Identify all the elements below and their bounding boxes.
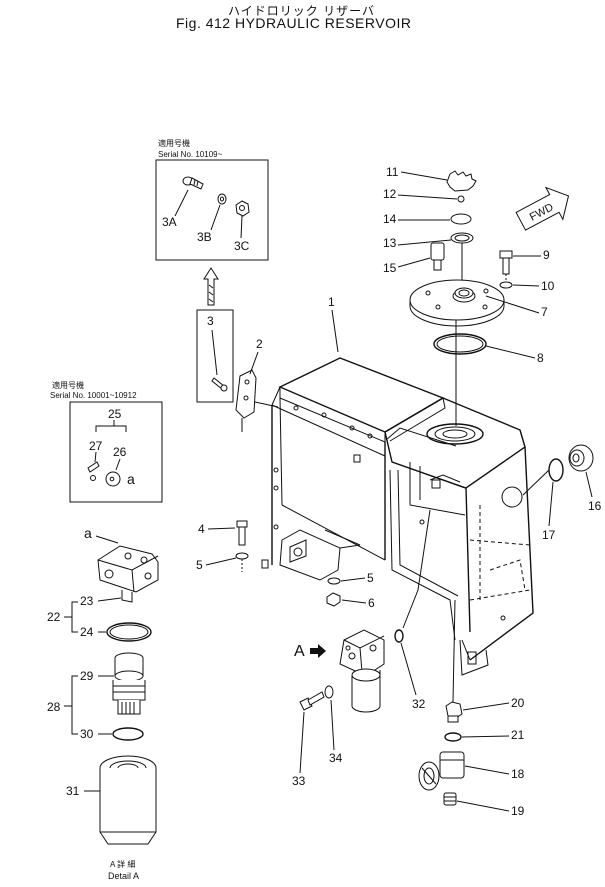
plate-26-icon xyxy=(105,471,121,487)
detail-a-jp-label: A 詳 細 xyxy=(110,859,135,869)
detail-arrow-letter: A xyxy=(294,643,305,660)
callout-30: 30 xyxy=(80,727,94,741)
bolt-3a-icon xyxy=(182,176,204,190)
callout-9: 9 xyxy=(543,248,550,262)
callout-4: 4 xyxy=(198,522,205,536)
filter-head-23-icon xyxy=(97,545,159,603)
callout-2: 2 xyxy=(256,337,263,351)
callout-12: 12 xyxy=(383,187,397,201)
bolt-33-icon xyxy=(299,691,325,711)
filter-assembly-icon xyxy=(339,629,385,713)
callout-19: 19 xyxy=(511,804,525,818)
callout-32: 32 xyxy=(412,697,426,711)
callout-27: 27 xyxy=(89,439,103,453)
o-ring-21-icon xyxy=(444,732,462,742)
callout-3b: 3B xyxy=(197,230,212,244)
callout-21: 21 xyxy=(511,728,525,742)
callout-3c: 3C xyxy=(234,239,250,253)
inset-top-serial: Serial No. 10109~ xyxy=(158,150,223,159)
nut-6-icon xyxy=(326,592,341,607)
cap-11-icon xyxy=(446,170,477,192)
callout-1: 1 xyxy=(328,295,335,309)
o-ring-32-icon xyxy=(394,629,404,643)
callout-23: 23 xyxy=(80,594,94,608)
bracket-2-icon xyxy=(235,369,279,432)
callout-a-inset: a xyxy=(127,471,135,487)
callout-31: 31 xyxy=(66,784,80,798)
o-ring-17-icon xyxy=(548,458,564,482)
element-29-icon xyxy=(112,652,146,715)
washer-34-icon xyxy=(324,685,334,699)
fitting-20-icon xyxy=(445,701,463,723)
callout-17: 17 xyxy=(542,528,556,542)
washer-5-left-icon xyxy=(235,552,249,560)
callout-5-left: 5 xyxy=(196,558,203,572)
plug-16-icon xyxy=(568,444,594,472)
callout-13: 13 xyxy=(383,236,397,250)
o-ring-8-icon xyxy=(433,333,487,355)
figure-title: Fig. 412 HYDRAULIC RESERVOIR xyxy=(176,15,412,31)
detail-a-label: Detail A xyxy=(108,871,139,881)
callout-5-right: 5 xyxy=(367,571,374,585)
filter-cartridge-31-icon xyxy=(99,755,157,845)
callout-14: 14 xyxy=(383,212,397,226)
inset-left-jp-label: 適用号機 xyxy=(52,380,84,390)
callout-28: 28 xyxy=(47,700,61,714)
inset-serial-10109: 適用号機 Serial No. 10109~ 3A 3B xyxy=(155,138,269,261)
breather-15-icon xyxy=(430,242,445,271)
drain-valve-18-icon xyxy=(418,751,465,791)
washer-5-right-icon xyxy=(327,577,341,585)
callout-a-detail: a xyxy=(84,525,92,541)
nut-3c-icon xyxy=(235,200,250,217)
bolt-4-icon xyxy=(236,520,248,546)
callout-15: 15 xyxy=(383,261,397,275)
callout-6: 6 xyxy=(368,596,375,610)
washer-10-icon xyxy=(499,281,513,289)
washer-3b-icon xyxy=(217,193,227,205)
bolt-3-icon xyxy=(211,377,228,392)
cover-plate-7-icon xyxy=(409,279,505,327)
bolt-3-box xyxy=(196,309,234,403)
screw-27-icon xyxy=(87,461,100,481)
callout-26: 26 xyxy=(113,445,127,459)
bolt-9-icon xyxy=(499,250,513,275)
view-arrow-icon xyxy=(310,644,326,658)
callout-18: 18 xyxy=(511,767,525,781)
callout-22: 22 xyxy=(47,610,61,624)
callout-33: 33 xyxy=(292,774,306,788)
callout-3: 3 xyxy=(207,314,214,328)
hydraulic-tank-body xyxy=(261,357,534,676)
seal-14-icon xyxy=(450,213,472,225)
callout-20: 20 xyxy=(511,696,525,710)
title-japanese: ハイドロリック リザーバ xyxy=(228,4,375,18)
callout-25: 25 xyxy=(108,407,122,421)
callout-29: 29 xyxy=(80,669,94,683)
callout-24: 24 xyxy=(80,625,94,639)
fwd-arrow-icon: FWD xyxy=(515,186,570,231)
callout-11: 11 xyxy=(386,165,399,179)
inset-top-jp-label: 適用号機 xyxy=(158,138,190,148)
ball-12-icon xyxy=(457,195,465,203)
callout-34: 34 xyxy=(329,751,343,765)
o-ring-30-icon xyxy=(112,727,144,741)
callout-3a: 3A xyxy=(162,215,177,229)
inset-serial-10001-10912: 適用号機 Serial No. 10001~10912 25 27 26 a xyxy=(50,380,163,503)
callout-10: 10 xyxy=(541,279,555,293)
callout-8: 8 xyxy=(537,351,544,365)
plug-19-icon xyxy=(443,792,457,806)
callout-16: 16 xyxy=(588,499,602,513)
o-ring-24-icon xyxy=(106,622,152,642)
callout-7: 7 xyxy=(541,305,548,319)
inset-left-serial: Serial No. 10001~10912 xyxy=(50,391,137,400)
